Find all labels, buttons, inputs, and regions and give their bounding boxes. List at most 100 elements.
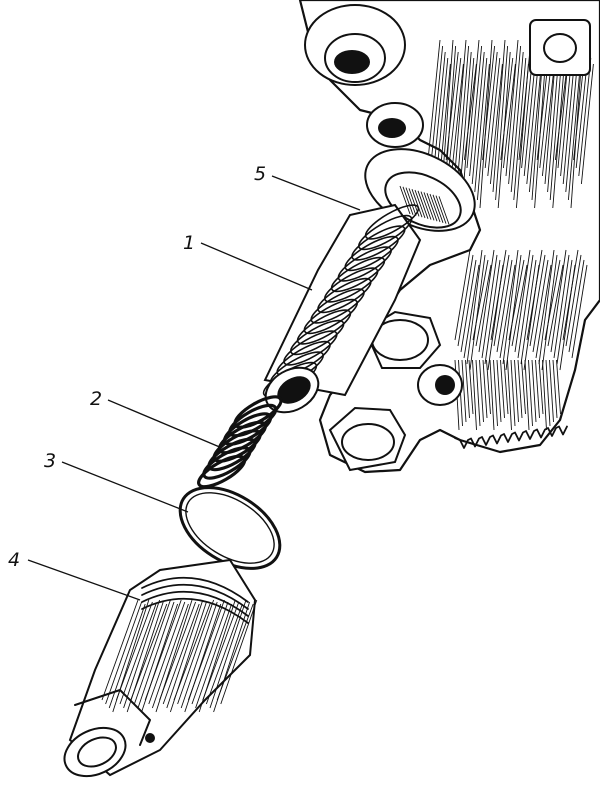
- hatch-stroke: [493, 359, 498, 427]
- hatch-stroke: [556, 259, 573, 365]
- hatch-stroke: [496, 259, 513, 353]
- hatch-stroke: [205, 603, 243, 705]
- part-4-cap-nut: [63, 558, 258, 778]
- hatch-stroke: [475, 359, 481, 427]
- cap-thread: [141, 590, 249, 617]
- hatch-stroke: [490, 249, 507, 341]
- hatch-stroke: [432, 194, 444, 223]
- hatch-stroke: [454, 249, 471, 341]
- hatch-stroke: [456, 45, 470, 193]
- thread-ring: [317, 277, 372, 314]
- thread-ring: [290, 319, 345, 356]
- thread-ring: [364, 204, 420, 240]
- callout-label-5: 5: [254, 163, 266, 185]
- hatch-stroke: [531, 359, 537, 423]
- hatch-stroke: [508, 259, 525, 341]
- part-1-threaded-sleeve: [262, 203, 422, 414]
- hatch-stroke: [544, 259, 561, 341]
- hatch-stroke: [508, 45, 522, 185]
- hatch-stroke: [187, 599, 225, 701]
- part-2-spring: [197, 395, 283, 489]
- callout-label-3: 3: [44, 450, 56, 472]
- hatch-stroke: [578, 57, 592, 177]
- hatch-stroke: [463, 63, 477, 161]
- hatch-stroke: [402, 186, 414, 215]
- hatch-stroke: [399, 185, 411, 215]
- hatch-stroke: [220, 599, 258, 705]
- hatch-stroke: [496, 359, 502, 423]
- hatch-stroke: [571, 264, 588, 359]
- hatch-stroke: [469, 254, 486, 371]
- hatch-stroke: [435, 195, 447, 224]
- hatch-stroke: [460, 259, 477, 353]
- hatch-stroke: [119, 603, 157, 705]
- hatch-stroke: [550, 249, 567, 353]
- hatch-stroke: [148, 601, 186, 705]
- hatch-stroke: [510, 359, 516, 427]
- thread-ring: [324, 267, 379, 303]
- hatch-stroke: [414, 189, 426, 219]
- hatch-stroke: [465, 359, 470, 419]
- hatch-stroke: [159, 601, 197, 701]
- hatch-stroke: [166, 599, 204, 709]
- hatch-stroke: [438, 196, 450, 225]
- leader-4: [27, 559, 141, 601]
- hatch-stroke: [565, 254, 582, 347]
- thread-ring: [303, 298, 358, 335]
- hatch-stroke: [549, 51, 563, 201]
- hatch-stroke: [502, 63, 516, 169]
- leader-2: [107, 399, 223, 449]
- cap-thread: [141, 576, 249, 603]
- hatch-stroke: [466, 39, 480, 169]
- hatch-stroke: [133, 599, 171, 705]
- hatch-stroke: [430, 45, 444, 169]
- hatch-stroke: [151, 603, 189, 709]
- hatch-stroke: [177, 599, 215, 705]
- hatch-stroke: [453, 39, 467, 185]
- hatch-stroke: [520, 259, 537, 365]
- spring-coil: [197, 454, 247, 489]
- hatch-stroke: [554, 63, 568, 161]
- hatch-stroke: [450, 63, 464, 177]
- callout-label-2: 2: [90, 388, 102, 410]
- hatch-stroke: [429, 193, 441, 223]
- part-3-seal-ring: [178, 486, 282, 570]
- hatch-stroke: [463, 264, 480, 359]
- hatch-stroke: [457, 254, 474, 347]
- hex-bolt-lower: [328, 406, 407, 472]
- callout-label-1: 1: [183, 232, 195, 254]
- thread-ring: [351, 225, 406, 261]
- hatch-stroke: [484, 51, 498, 169]
- hatch-stroke: [545, 359, 551, 427]
- thread-ring: [276, 340, 331, 377]
- hatch-stroke: [105, 601, 143, 705]
- hatch-stroke: [511, 264, 528, 347]
- hatch-stroke: [547, 264, 564, 347]
- hatch-stroke: [495, 45, 509, 201]
- hatch-stroke: [524, 359, 530, 431]
- hatch-stroke: [478, 249, 495, 353]
- thread-ring: [310, 288, 365, 324]
- hatch-stroke: [423, 192, 435, 221]
- hatch-stroke: [180, 601, 218, 709]
- hatch-stroke: [405, 187, 417, 216]
- hatch-stroke: [482, 45, 496, 161]
- hatch-stroke: [426, 193, 438, 222]
- hatch-stroke: [191, 601, 229, 705]
- hex-bolt-upper: [363, 310, 442, 369]
- hatch-stroke: [482, 359, 488, 419]
- hatch-stroke: [101, 599, 139, 701]
- hatch-stroke: [472, 359, 477, 431]
- hatch-stroke: [521, 359, 526, 415]
- hatch-stroke: [539, 57, 553, 169]
- leader-lines: [27, 175, 361, 601]
- leader-1: [200, 242, 313, 291]
- hatch-stroke: [476, 63, 490, 201]
- hatch-stroke: [556, 359, 561, 415]
- hatch-stroke: [528, 63, 542, 193]
- hatch-stroke: [526, 57, 540, 185]
- hatch-stroke: [503, 359, 509, 415]
- hatch-stroke: [492, 39, 506, 193]
- hatch-stroke: [507, 359, 512, 431]
